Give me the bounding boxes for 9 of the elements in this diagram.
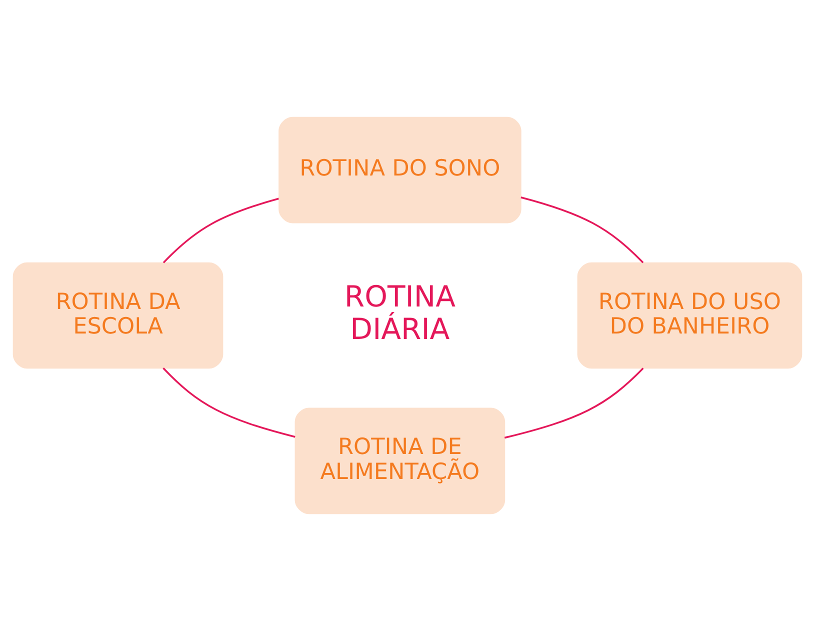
node-box: ROTINA DE ALIMENTAÇÃO [294, 407, 506, 514]
connector [520, 196, 644, 263]
connector [162, 197, 279, 263]
connector [162, 367, 296, 438]
node-box: ROTINA DA ESCOLA [12, 262, 224, 368]
connector [504, 367, 644, 438]
label: ROTINA DIÁRIA [344, 278, 456, 346]
node-box: ROTINA DO SONO [278, 116, 522, 223]
node-box: ROTINA DO USO DO BANHEIRO [577, 262, 802, 368]
